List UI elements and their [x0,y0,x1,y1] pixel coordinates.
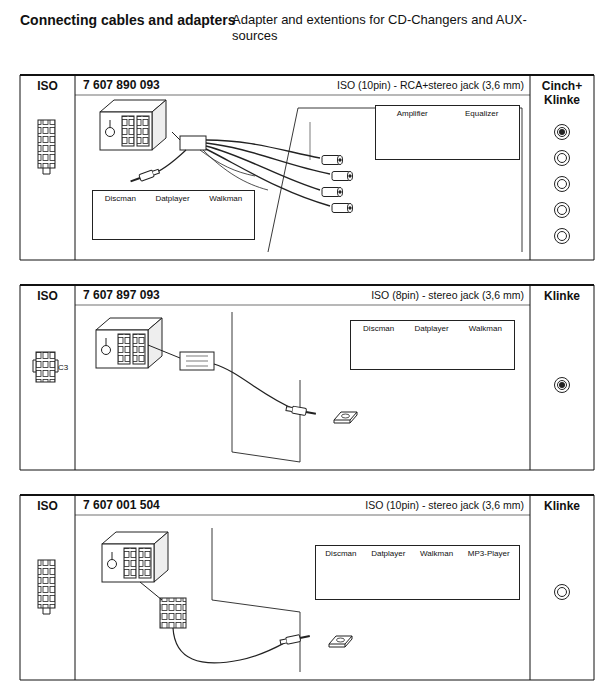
part-number: 7 607 001 504 [83,498,160,512]
column-header: Klinke [530,285,594,470]
part-number: 7 607 897 093 [83,288,160,302]
column-label: ISO [37,499,58,513]
iso-connector-icon [33,120,58,614]
part-description: ISO (10pin) - stereo jack (3,6 mm) [365,499,524,511]
device-label: Discman [105,194,136,204]
column-header: ISO [20,75,75,260]
column-label: ISO [37,79,58,93]
device-box: Discman Datplayer Walkman MP3-Player [315,545,520,600]
subtitle: Adapter and extentions for CD-Changers a… [232,12,532,43]
device-label: Datplayer [414,324,448,334]
adapter-illustration-3 [102,528,502,672]
device-box: Amplifier Equalizer [375,105,520,160]
device-label: Discman [363,324,394,334]
device-box: Discman Datplayer Walkman [92,190,255,240]
device-label: Equalizer [465,109,498,119]
column-label: Klinke [544,289,580,303]
device-label: Datplayer [371,549,405,559]
page-title: Connecting cables and adapters [20,12,236,28]
device-label: Walkman [209,194,242,204]
column-header: ISO [20,495,75,680]
device-label: Walkman [469,324,502,334]
column-label: Cinch+ Klinke [542,79,582,107]
product-cell: 7 607 890 093 ISO (10pin) - RCA+stereo ja… [75,75,530,260]
device-label: MP3-Player [468,549,510,559]
part-number: 7 607 890 093 [83,78,160,92]
device-box: Discman Datplayer Walkman [350,320,515,370]
part-description: ISO (10pin) - RCA+stereo jack (3,6 mm) [337,79,524,91]
device-label: Amplifier [397,109,428,119]
connector-code: C3 [58,363,78,373]
part-description: ISO (8pin) - stereo jack (3,6 mm) [371,289,524,301]
product-cell: 7 607 001 504 ISO (10pin) - stereo jack (… [75,495,530,680]
product-cell: 7 607 897 093 ISO (8pin) - stereo jack (3… [75,285,530,470]
socket-symbol [555,125,570,600]
device-label: Discman [325,549,356,559]
device-label: Walkman [420,549,453,559]
column-header: Cinch+ Klinke [530,75,594,260]
column-label: ISO [37,289,58,303]
table-grid [20,75,594,680]
device-label: Datplayer [155,194,189,204]
column-header: ISO [20,285,75,470]
column-label: Klinke [544,499,580,513]
column-header: Klinke [530,495,594,680]
